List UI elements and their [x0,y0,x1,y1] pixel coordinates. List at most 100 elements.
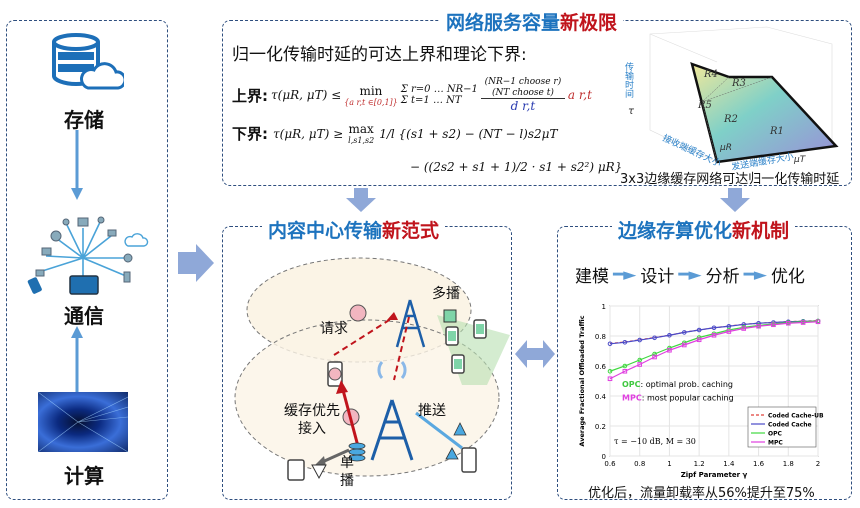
upper-a: a r,t [567,88,592,102]
data-point [667,332,672,338]
data-point [607,368,613,374]
upper-min: min [359,83,383,98]
data-point [607,341,613,347]
arrow-right-icon: ━► [613,264,637,285]
tower-bottom [370,361,414,461]
data-point [637,337,643,343]
compute-label: 计算 [64,464,104,488]
y-tick-label: 0.8 [595,333,606,341]
multicast-label: 多播 [432,286,460,302]
x-tick-label: 1.4 [723,460,735,468]
arrow-right-icon: ━► [678,264,702,285]
arrow-right-big [178,244,214,282]
region-r1: R1 [769,126,784,137]
storage-label: 存储 [64,108,104,132]
push-label: 推送 [418,403,446,419]
data-point [726,329,732,334]
data-point [622,340,628,345]
step-optimization: 优化 [770,267,805,287]
y-tick-label: 0.6 [595,363,607,371]
lower-line1: 1/l {(s1 + s2) − (NT − l)s2μT [379,126,558,141]
communication-label: 通信 [64,304,104,328]
content-centric-diagram [234,257,510,481]
arrow-down-right [720,188,750,212]
upper-sum-t: Σ t=1 … NT [400,95,462,106]
x-tick-label: 1.2 [694,460,705,468]
left-panel [6,20,168,500]
top-panel-title: 网络服务容量新极限 [440,8,624,35]
arrow-right-icon: ━► [743,264,767,285]
data-point [652,354,657,360]
computing-tunnel-image [37,391,129,453]
data-point [607,376,613,382]
parameter-annotation: τ = −10 dB, M = 30 [614,437,696,446]
y-tick-label: 0.2 [595,423,606,431]
data-point [622,363,628,369]
arrow-down-middle [346,188,376,212]
data-point [637,362,643,367]
title-red: 新极限 [560,12,618,34]
upper-min-sub: {a r,t ∈[0,1]} [344,97,398,107]
x-axis-label: Zipf Parameter γ [681,471,748,479]
lower-line2: − ((2s2 + s1 + 1)/2 · s1 + s2²) μR} [410,160,623,174]
region-r5: R5 [697,100,712,111]
data-point [771,322,776,328]
double-arrow [515,340,555,368]
upper-bound-label: 上界: [232,86,268,105]
data-point [696,327,702,333]
region-r2: R2 [723,114,738,125]
formula-heading: 归一化传输时延的可达上界和理论下界: [232,45,527,65]
lower-lhs: τ(μR, μT) ≥ [273,126,344,141]
step-design: 设计 [640,267,675,287]
process-steps: 建模━► 设计━► 分析━► 优化 [575,262,805,288]
legend-entry: Coded Cache [768,422,812,429]
title-red: 新机制 [732,220,790,242]
upper-sum-r: Σ r=0 … NR−1 [400,84,478,95]
x-axis-symbol: μR [719,143,732,153]
legend-box [747,406,817,448]
x-tick-label: 0.8 [634,460,645,468]
legend-entry: Coded Cache-UB [768,413,824,420]
legend-entry: MPC [768,440,783,447]
z-axis-symbol: τ [628,106,635,117]
title-blue: 网络服务容量 [446,12,561,34]
series-line-mpc [609,321,819,380]
data-point [711,332,717,338]
upper-bound: 上界: τ(μR, μT) ≤ min{a r,t ∈[0,1]} Σ r=0 … [232,70,592,120]
series-line-coded-cache [609,320,819,345]
request-label: 请求 [320,321,348,337]
data-point [667,347,672,353]
network-tree-icon [27,216,149,295]
chart-caption: 优化后，流量卸载率从56%提升至75% [588,486,815,501]
step-analysis: 分析 [705,267,740,287]
data-point [711,325,717,331]
unicast-label-1: 单 [340,455,354,471]
unicast-label-2: 播 [340,473,354,489]
title-red: 新范式 [382,220,440,242]
upper-denominator: d r,t [510,98,536,113]
right-panel-title: 边缘存算优化新机制 [612,216,796,243]
step-modeling: 建模 [575,267,609,287]
lower-max-sub: l,s1,s2 [348,136,375,145]
mpc-annotation: MPC: most popular caching [622,394,734,403]
cache-first-label-2: 接入 [298,421,326,437]
data-point [756,323,761,329]
data-point [785,320,791,326]
database-cloud-icon [52,33,124,90]
lower-max: max [348,122,374,136]
middle-panel-title: 内容中心传输新范式 [262,216,446,243]
data-point [815,319,821,325]
region-r3: R3 [731,78,746,89]
data-point [800,320,806,325]
lower-bound-label: 下界: [232,125,268,143]
y-tick-label: 1 [602,303,606,311]
opc-annotation: OPC: optimal prob. caching [622,380,733,389]
title-blue: 内容中心传输 [268,220,383,242]
arrow-down [71,130,83,200]
y-axis-symbol: μT [793,155,807,165]
data-point [652,335,657,341]
data-point [622,368,628,374]
tower-top [395,299,426,348]
data-point [652,351,657,357]
